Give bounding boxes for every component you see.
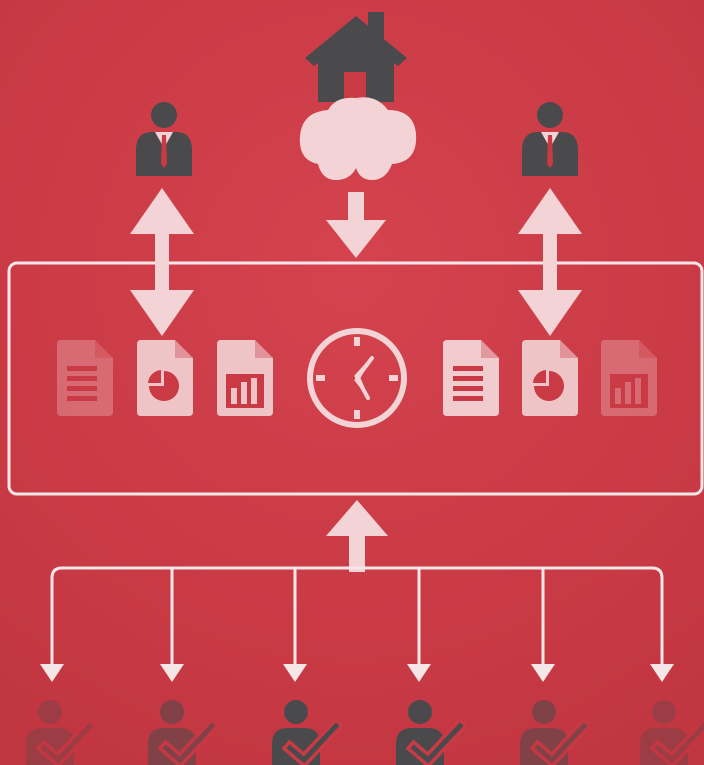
left-manager-icon xyxy=(136,102,192,176)
pie-chart-document-icon xyxy=(522,340,578,416)
branch-lines xyxy=(170,568,545,668)
cloud-down-arrow xyxy=(326,192,386,258)
approved-user-icon xyxy=(520,700,584,765)
text-document-icon xyxy=(443,340,499,416)
bar-chart-document-icon xyxy=(217,340,273,416)
right-manager-icon xyxy=(522,102,578,176)
approved-user-icon xyxy=(396,700,460,765)
process-frame xyxy=(7,261,704,496)
right-two-way-arrow xyxy=(518,188,582,336)
clock-icon xyxy=(307,328,407,428)
distribution-line xyxy=(50,566,664,668)
house-icon xyxy=(305,12,407,102)
approved-user-icon xyxy=(640,700,704,765)
approved-user-icon xyxy=(26,700,90,765)
bar-chart-document-icon xyxy=(601,340,657,416)
text-document-icon xyxy=(57,340,113,416)
left-two-way-arrow xyxy=(130,188,194,336)
cloud-icon xyxy=(299,97,417,180)
pie-chart-document-icon xyxy=(137,340,193,416)
branch-arrowheads xyxy=(40,664,674,682)
team-up-arrow xyxy=(326,500,388,572)
approved-user-icon xyxy=(272,700,336,765)
approved-user-icon xyxy=(148,700,212,765)
